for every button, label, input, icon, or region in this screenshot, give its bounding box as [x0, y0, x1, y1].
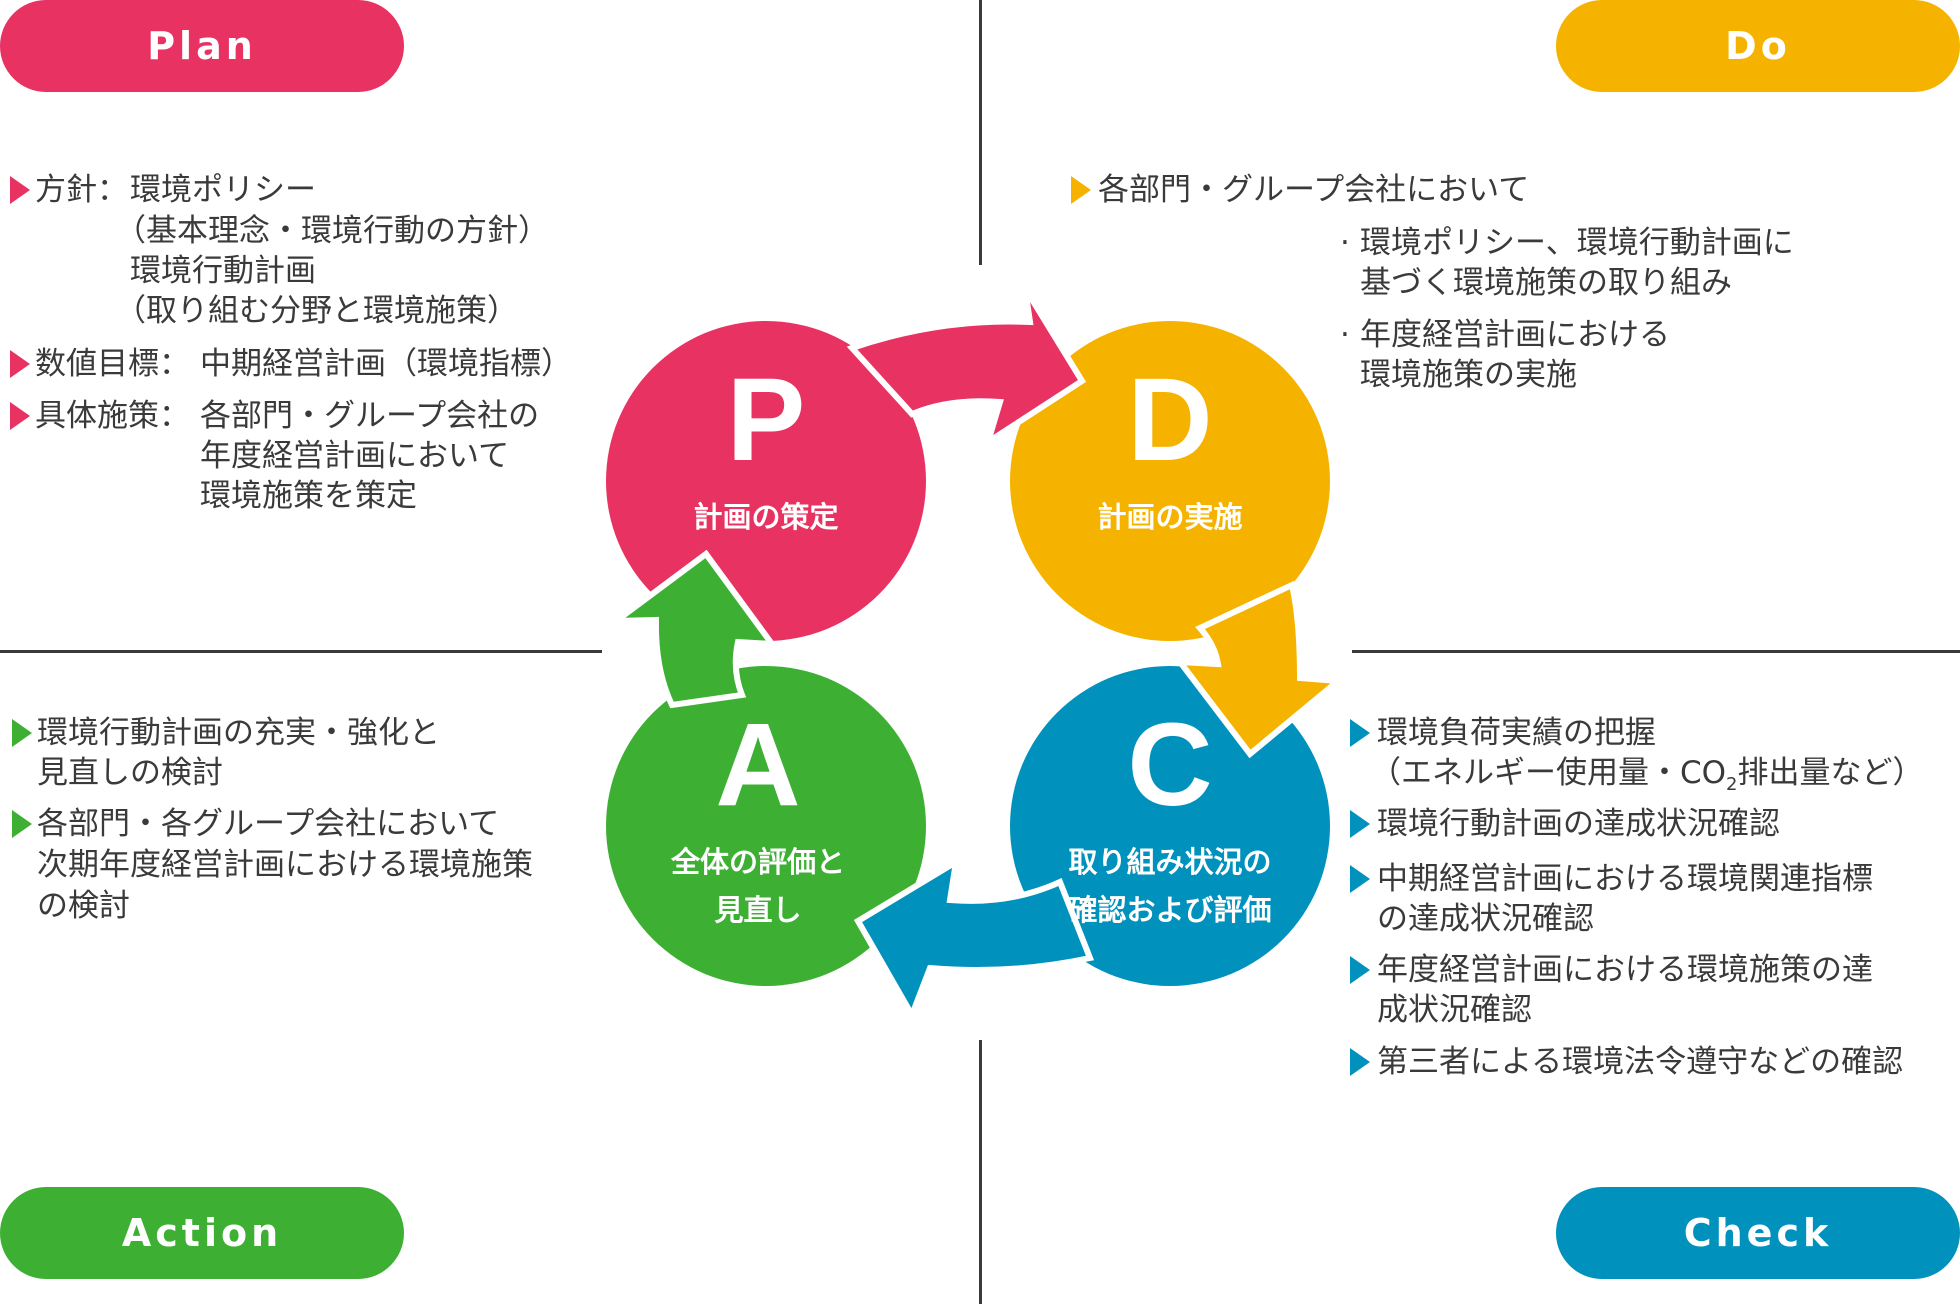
check-item-text-part: （エネルギー使用量・CO: [1370, 755, 1727, 791]
check-item-text: 成状況確認: [1377, 992, 1532, 1028]
bullet-triangle-icon: [1071, 176, 1091, 204]
divider-vertical-bottom: [979, 1040, 982, 1304]
plan-item-text: 環境ポリシー: [130, 172, 316, 208]
action-label: Action: [0, 1187, 404, 1279]
do-item-text: 年度経営計画における: [1360, 317, 1670, 353]
check-item-text: 環境負荷実績の把握: [1377, 715, 1656, 751]
do-circle: [1010, 321, 1330, 641]
arrow-action-to-plan: [606, 549, 779, 709]
action-item-text: の検討: [37, 888, 130, 924]
plan-item-label: 数値目標：: [35, 346, 190, 382]
do-caption: 計画の実施: [1097, 500, 1242, 534]
dot-bullet-icon: ·: [1340, 317, 1350, 353]
action-item-text: 各部門・各グループ会社において: [37, 806, 500, 842]
plan-item-label: 具体施策：: [35, 398, 190, 434]
do-item-text: 環境ポリシー、環境行動計画に: [1360, 225, 1794, 261]
action-item-text: 見直しの検討: [37, 755, 223, 791]
plan-item-text: 中期経営計画（環境指標）: [200, 346, 572, 382]
dot-bullet-icon: ·: [1340, 225, 1350, 261]
plan-item-text: 環境行動計画: [130, 253, 316, 289]
do-item-text: 基づく環境施策の取り組み: [1360, 265, 1732, 301]
subscript-2: 2: [1726, 774, 1738, 796]
action-caption-line1: 全体の評価と: [670, 845, 845, 879]
divider-horizontal-left: [0, 650, 602, 653]
plan-item-text: 環境施策を策定: [200, 478, 417, 514]
bullet-triangle-icon: [1350, 810, 1370, 838]
bullet-triangle-icon: [10, 350, 30, 378]
check-item-text: 中期経営計画における環境関連指標: [1377, 861, 1873, 897]
check-item-text: の達成状況確認: [1377, 901, 1594, 937]
check-letter: C: [1127, 699, 1212, 831]
check-item-text: （エネルギー使用量・CO2排出量など）: [1370, 753, 1924, 805]
bullet-triangle-icon: [1350, 865, 1370, 893]
plan-item-text: （取り組む分野と環境施策）: [115, 293, 518, 329]
plan-item-text: 年度経営計画において: [200, 438, 510, 474]
plan-letter: P: [727, 354, 806, 486]
bullet-triangle-icon: [1350, 1048, 1370, 1076]
bullet-triangle-icon: [1350, 956, 1370, 984]
bullet-triangle-icon: [12, 810, 32, 838]
plan-caption: 計画の策定: [693, 500, 838, 534]
action-item-text: 環境行動計画の充実・強化と: [37, 715, 440, 751]
check-item-text: 年度経営計画における環境施策の達: [1377, 952, 1873, 988]
bullet-triangle-icon: [10, 402, 30, 430]
plan-item-text: （基本理念・環境行動の方針）: [115, 213, 549, 249]
check-caption-line2: 確認および評価: [1068, 893, 1271, 927]
divider-horizontal-right: [1352, 650, 1960, 653]
divider-vertical-top: [979, 0, 982, 265]
arrow-plan-to-do: [846, 286, 1087, 449]
action-letter: A: [715, 699, 800, 831]
bullet-triangle-icon: [1350, 719, 1370, 747]
action-circle: [606, 666, 926, 986]
arrow-check-to-action: [853, 856, 1095, 1022]
do-letter: D: [1127, 354, 1212, 486]
do-label: Do: [1556, 0, 1960, 92]
action-caption-line2: 見直し: [714, 894, 801, 927]
action-item-text: 次期年度経営計画における環境施策: [37, 847, 533, 883]
do-item-text: 環境施策の実施: [1360, 357, 1577, 393]
check-caption-line1: 取り組み状況の: [1068, 845, 1271, 879]
plan-item-label: 方針：: [35, 172, 128, 208]
plan-circle: [606, 321, 926, 641]
bullet-triangle-icon: [12, 719, 32, 747]
bullet-triangle-icon: [10, 176, 30, 204]
check-item-text: 環境行動計画の達成状況確認: [1377, 806, 1780, 842]
plan-label: Plan: [0, 0, 404, 92]
arrow-do-to-check: [1173, 580, 1346, 759]
check-item-text: 第三者による環境法令遵守などの確認: [1377, 1044, 1904, 1080]
do-heading: 各部門・グループ会社において: [1098, 172, 1530, 208]
check-item-text-part: 排出量など）: [1737, 755, 1924, 791]
plan-item-text: 各部門・グループ会社の: [200, 398, 540, 434]
check-label: Check: [1556, 1187, 1960, 1279]
